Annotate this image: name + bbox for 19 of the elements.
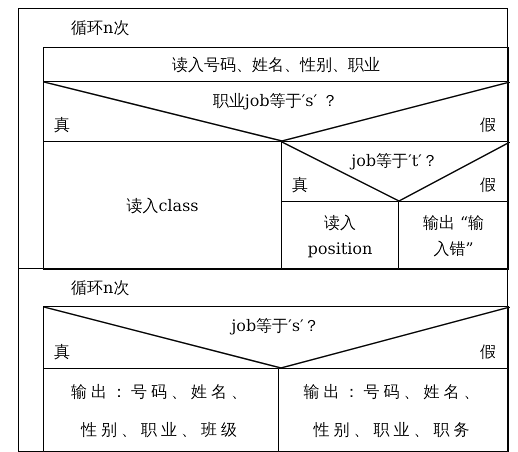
loop-box: [18, 8, 508, 269]
branch-label: 假: [480, 175, 496, 196]
condition-text: job等于′t′？: [348, 151, 439, 172]
branch-label: 真: [54, 342, 70, 363]
process-box: 读入号码、姓名、性别、职业: [43, 47, 509, 82]
condition-text: job等于′s′？: [228, 316, 321, 337]
loop-box: [18, 268, 508, 452]
loop-label: 循环n次: [71, 18, 130, 39]
decision-box: [281, 141, 509, 202]
decision-box: [43, 306, 509, 369]
decision-box: [43, 81, 509, 142]
process-box: 输出 “输入错”: [398, 201, 509, 270]
branch-label: 假: [480, 342, 496, 363]
branch-label: 假: [480, 115, 496, 136]
loop-label: 循环n次: [71, 278, 130, 299]
branch-label: 真: [292, 175, 308, 196]
condition-text: 职业job等于′s′ ？: [212, 91, 340, 112]
process-box: 读入class: [43, 141, 282, 270]
branch-label: 真: [54, 115, 70, 136]
